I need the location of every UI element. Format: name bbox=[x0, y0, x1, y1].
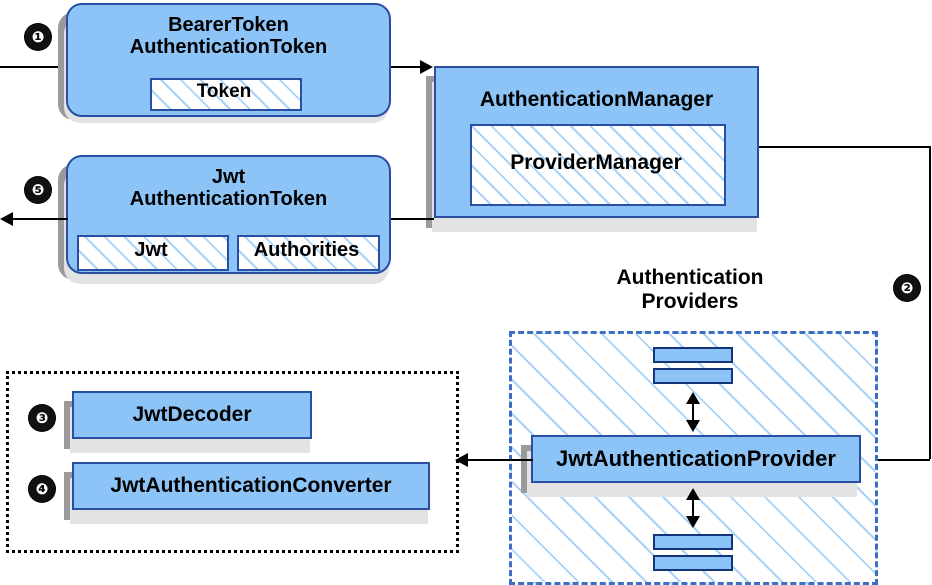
step-badge-3: ❸ bbox=[29, 405, 55, 431]
arrow-down-top bbox=[686, 420, 700, 432]
step-badge-4: ❹ bbox=[29, 476, 55, 502]
provider-stack-bar-top-2 bbox=[653, 368, 733, 384]
node-jwt-authentication-provider[interactable] bbox=[531, 435, 861, 483]
step-badge-2: ❷ bbox=[894, 275, 920, 301]
provider-stack-bar-top-1 bbox=[653, 347, 733, 363]
provider-manager-box[interactable] bbox=[470, 124, 726, 206]
provider-manager-label: ProviderManager bbox=[510, 150, 682, 174]
group-jwt-support-components bbox=[6, 371, 459, 553]
provider-stack-bar-bottom-2 bbox=[653, 555, 733, 571]
providers-group-title: Authentication Providers bbox=[616, 266, 764, 313]
jwt-token-inner-jwt-label: Jwt bbox=[134, 239, 168, 262]
step-badge-5: ❺ bbox=[25, 177, 51, 203]
connector-into-provider bbox=[876, 459, 930, 461]
connector-manager-to-jwt-token bbox=[391, 218, 434, 220]
connector-vertical-bottom bbox=[692, 492, 694, 520]
bearer-token-inner-token-box[interactable] bbox=[150, 78, 302, 111]
jwt-authentication-converter-label: JwtAuthenticationConverter bbox=[110, 473, 392, 497]
connector-response-out bbox=[13, 218, 68, 220]
jwt-token-inner-jwt-box[interactable] bbox=[77, 235, 229, 271]
provider-stack-bar-bottom-1 bbox=[653, 534, 733, 550]
connector-provider-to-group bbox=[468, 459, 533, 461]
bearer-token-label: BearerToken AuthenticationToken bbox=[129, 14, 328, 58]
connector-token-to-manager bbox=[391, 66, 423, 68]
connector-right-vertical bbox=[929, 146, 931, 459]
arrow-response-out bbox=[0, 212, 13, 226]
arrow-token-to-manager bbox=[420, 60, 433, 74]
jwt-token-inner-authorities-label: Authorities bbox=[253, 239, 360, 262]
arrow-down-bottom bbox=[686, 516, 700, 528]
jwt-token-inner-authorities-box[interactable] bbox=[237, 235, 380, 271]
node-jwt-authentication-converter[interactable] bbox=[72, 462, 430, 510]
bearer-token-inner-token-label: Token bbox=[196, 81, 252, 103]
node-jwt-decoder[interactable] bbox=[72, 391, 312, 439]
jwt-decoder-label: JwtDecoder bbox=[132, 402, 252, 426]
jwt-token-label: Jwt AuthenticationToken bbox=[129, 166, 328, 210]
connector-manager-right bbox=[759, 146, 930, 148]
step-badge-1: ❶ bbox=[25, 24, 51, 50]
connector-request-in bbox=[0, 66, 68, 68]
jwt-authentication-provider-label: JwtAuthenticationProvider bbox=[556, 446, 836, 472]
connector-vertical-top bbox=[692, 396, 694, 424]
authentication-manager-label: AuthenticationManager bbox=[479, 87, 714, 111]
